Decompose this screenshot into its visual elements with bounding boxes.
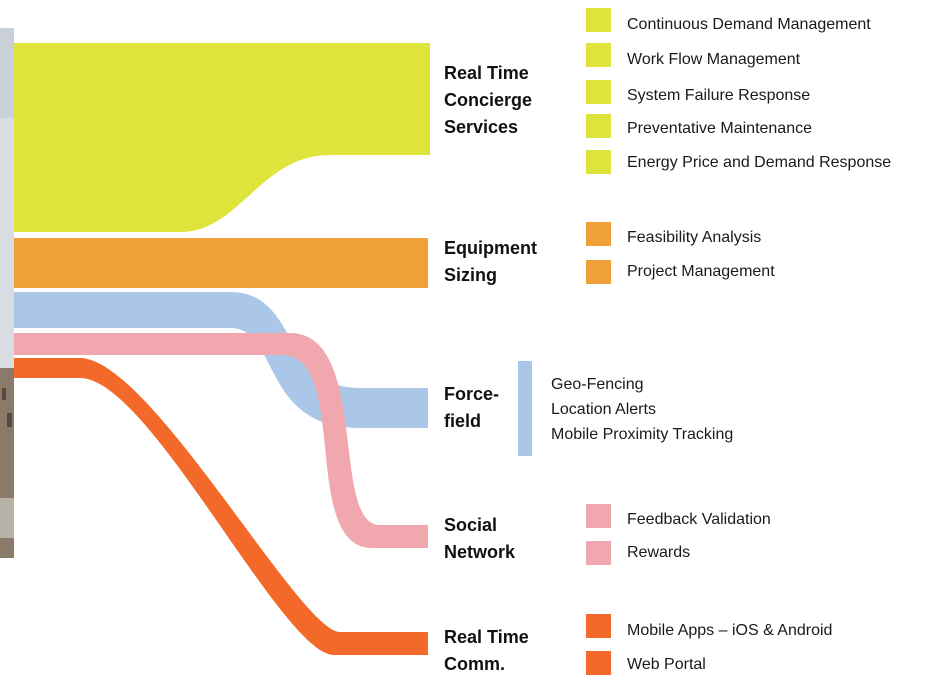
category-label-equipment: Equipment Sizing: [444, 238, 537, 285]
list-item: Energy Price and Demand Response: [627, 154, 892, 171]
legend-swatch: [586, 114, 611, 138]
list-item: Project Management: [627, 263, 775, 280]
flow-ribbon-social: [14, 333, 428, 548]
category-label-forcefield: Force- field: [444, 384, 500, 431]
list-item: Work Flow Management: [627, 51, 801, 68]
list-item: Feasibility Analysis: [627, 229, 762, 246]
legend-swatch: [586, 260, 611, 284]
category-label-concierge: Real Time Concierge Services: [444, 63, 533, 137]
legend-swatch: [586, 150, 611, 174]
legend-swatch: [586, 504, 611, 528]
list-item: Geo-Fencing: [551, 376, 644, 393]
forcefield-bar: [518, 361, 532, 456]
background-photo-strip: [0, 28, 14, 558]
list-item: Location Alerts: [551, 401, 656, 418]
list-item: Mobile Apps – iOS & Android: [627, 622, 833, 639]
category-label-social: Social Network: [444, 515, 516, 562]
legend-swatch: [586, 614, 611, 638]
flow-ribbon-concierge-top: [14, 43, 330, 232]
list-item: Continuous Demand Management: [627, 16, 871, 33]
forcefield-items: Geo-Fencing Location Alerts Mobile Proxi…: [551, 372, 733, 447]
legend-swatch: [586, 8, 611, 32]
list-item: Feedback Validation: [627, 511, 771, 528]
list-item: Rewards: [627, 544, 691, 561]
list-item: System Failure Response: [627, 87, 811, 104]
legend-swatch: [586, 541, 611, 565]
flow-ribbon-equipment: [14, 238, 428, 288]
legend-swatch: [586, 80, 611, 104]
legend-swatch: [586, 43, 611, 67]
list-item: Preventative Maintenance: [627, 120, 812, 137]
list-item: Mobile Proximity Tracking: [551, 426, 734, 443]
legend-swatch: [586, 651, 611, 675]
flow-ribbon-comm: [14, 358, 428, 655]
legend-swatch: [586, 222, 611, 246]
list-item: Web Portal: [627, 656, 706, 673]
category-label-comm: Real Time Comm.: [444, 627, 529, 674]
